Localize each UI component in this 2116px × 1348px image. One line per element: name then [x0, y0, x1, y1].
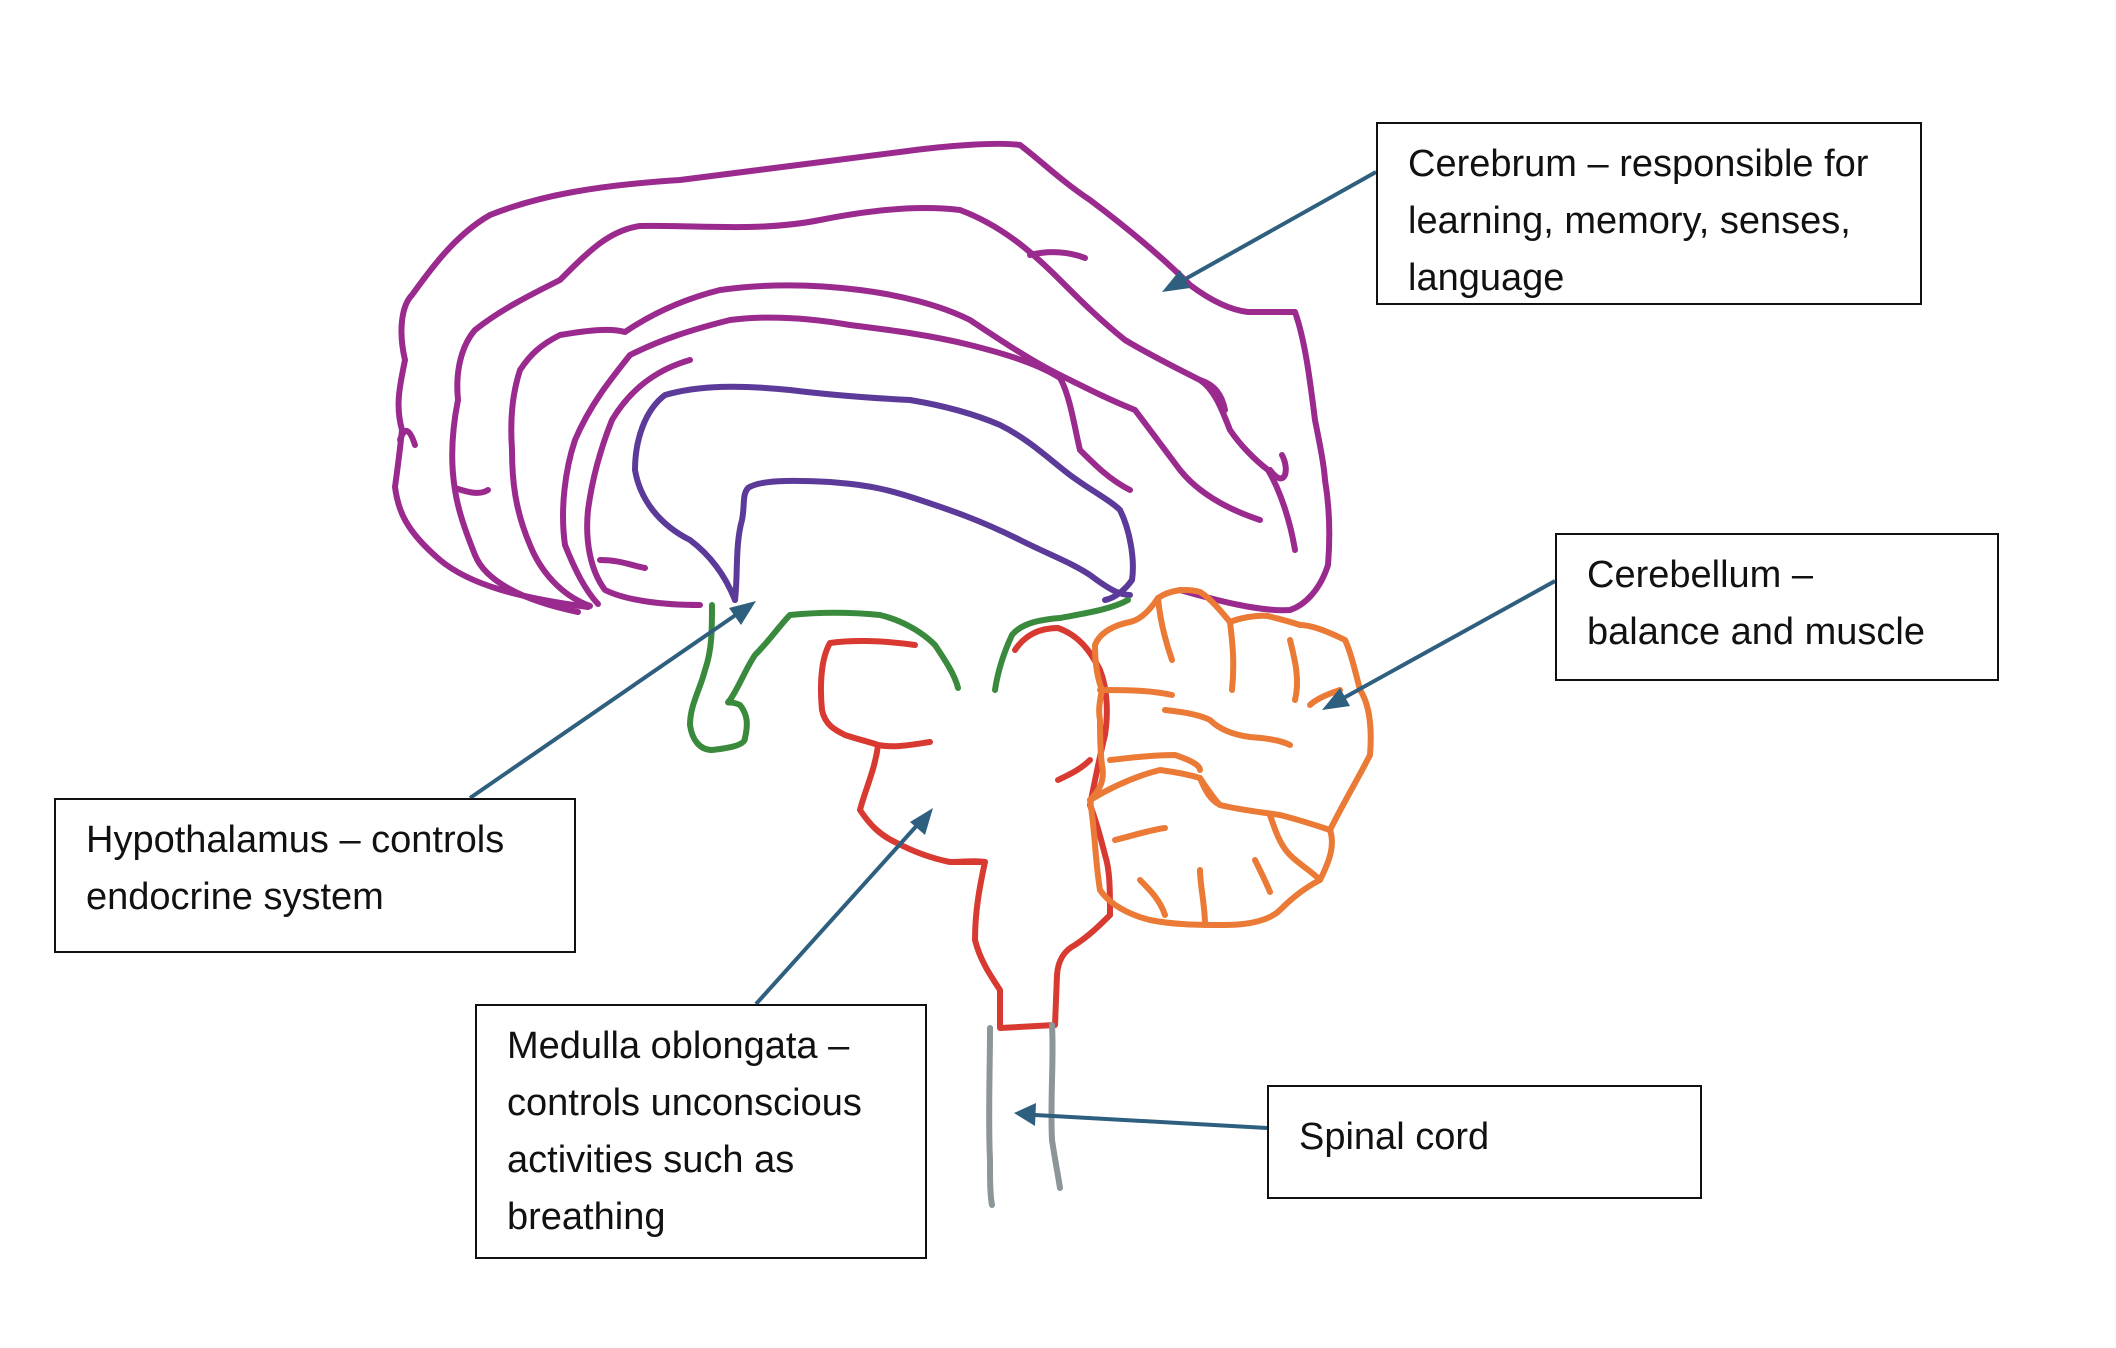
arrow-cerebrum-head: [1162, 270, 1190, 292]
brainstem-outline-left: [817, 637, 1113, 1031]
cerebellum-folia-12: [1137, 877, 1168, 918]
arrow-medulla-line: [754, 820, 922, 1006]
brainstem-pons-fold: [875, 739, 933, 750]
cerebellum-folia-6: [1307, 687, 1343, 708]
cerebellum-folia-2: [1162, 707, 1293, 748]
cerebellum-folia-4: [1227, 619, 1237, 693]
spinal-cord-drawing: [986, 1022, 1063, 1208]
hypothalamus-drawing: [687, 597, 1131, 753]
cerebrum-gyrus-3: [508, 282, 1263, 609]
arrow-hypothalamus-head: [729, 601, 756, 625]
cerebrum-sulcus-mark-2: [597, 557, 648, 571]
cerebrum-sulcus-mark-5: [1267, 452, 1289, 482]
cerebrum-gyrus-2: [449, 205, 1298, 615]
cerebellum-folia-1: [1097, 687, 1175, 698]
spinal-cord-label: Spinal cord: [1299, 1116, 1490, 1158]
cerebrum-sulcus-mark-1: [452, 485, 491, 496]
hypothalamus-label-box: Hypothalamus – controls endocrine system: [54, 798, 576, 953]
cerebellum-label: Cerebellum – balance and muscle: [1587, 554, 1925, 653]
hypothalamus-left-loop: [687, 602, 961, 753]
cerebrum-sulcus-mark-4: [1197, 377, 1228, 413]
cerebellum-label-box: Cerebellum – balance and muscle: [1555, 533, 1999, 681]
arrow-cerebellum-line: [1339, 579, 1556, 702]
brainstem-notch: [1055, 757, 1093, 783]
cerebellum-folia-5: [1287, 637, 1301, 703]
cerebrum-drawing: [392, 140, 1333, 615]
corpus-callosum-inner: [732, 477, 1133, 603]
cerebrum-gyrus-4: [560, 314, 1133, 607]
corpus-callosum-outer: [632, 383, 1136, 603]
brainstem-drawing: [817, 625, 1113, 1031]
cerebrum-gyrus-5: [584, 357, 703, 608]
corpus-callosum-drawing: [632, 383, 1136, 603]
cerebellum-folia-7: [1107, 752, 1203, 773]
hypothalamus-right-arc: [992, 597, 1131, 693]
medulla-label-box: Medulla oblongata – controls unconscious…: [475, 1004, 927, 1259]
arrow-cerebrum-line: [1179, 170, 1377, 284]
arrow-spinal-cord-line: [1034, 1113, 1268, 1130]
cerebellum-folia-3: [1155, 595, 1175, 663]
hypothalamus-label: Hypothalamus – controls endocrine system: [86, 819, 515, 918]
annotation-arrows: [468, 170, 1556, 1130]
brainstem-base-ridge: [947, 858, 988, 865]
arrow-spinal-cord-head: [1014, 1103, 1036, 1126]
arrow-medulla-head: [910, 808, 933, 835]
cerebellum-folia-8: [1197, 775, 1223, 808]
cerebellum-folia-11: [1197, 867, 1208, 928]
cerebrum-label-box: Cerebrum – responsible for learning, mem…: [1376, 122, 1922, 305]
medulla-label: Medulla oblongata – controls unconscious…: [507, 1025, 873, 1238]
cerebellum-folia-10: [1112, 825, 1168, 843]
cerebellum-lower-lobe: [1087, 797, 1335, 928]
cerebrum-sulcus-mark-3: [397, 428, 418, 448]
arrow-hypothalamus-line: [468, 610, 742, 800]
cerebrum-label: Cerebrum – responsible for learning, mem…: [1408, 143, 1879, 299]
cerebellum-folia-9: [1267, 812, 1323, 883]
cerebellum-folia-13: [1252, 857, 1273, 895]
brainstem-outline-right: [1012, 625, 1113, 918]
spinal-cord-label-box: Spinal cord: [1267, 1085, 1702, 1199]
cerebrum-sulcus-mark-6: [1027, 249, 1088, 261]
spinal-cord-left-edge: [986, 1025, 995, 1208]
arrow-cerebellum-head: [1322, 688, 1350, 710]
cerebellum-drawing: [1087, 587, 1374, 928]
spinal-cord-right-edge: [1048, 1022, 1063, 1191]
